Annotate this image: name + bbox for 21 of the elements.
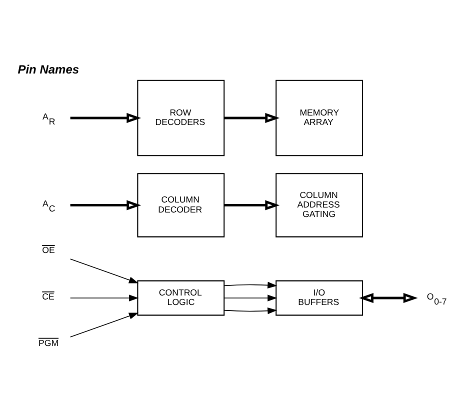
arrow — [224, 281, 278, 288]
node-box: CONTROL LOGIC — [137, 280, 225, 316]
node-box: MEMORY ARRAY — [276, 79, 364, 156]
arrow — [224, 112, 280, 123]
arrow — [70, 258, 139, 283]
arrow — [224, 200, 280, 210]
node-box: COLUMN ADDRESS GATING — [276, 172, 364, 237]
arrow — [359, 292, 418, 303]
node-box: ROW DECODERS — [137, 79, 225, 156]
arrow — [70, 200, 142, 210]
node-box: COLUMN DECODER — [137, 172, 225, 237]
arrow — [224, 306, 278, 314]
label: Pin Names — [18, 62, 80, 76]
arrow — [224, 294, 278, 301]
node-text: PGM — [38, 337, 59, 348]
arrow — [70, 312, 139, 337]
arrow — [70, 112, 142, 123]
node-box: I/O BUFFERS — [276, 280, 364, 316]
node-text: OE — [42, 244, 55, 255]
arrow — [70, 294, 139, 301]
node-text: CE — [42, 290, 54, 301]
